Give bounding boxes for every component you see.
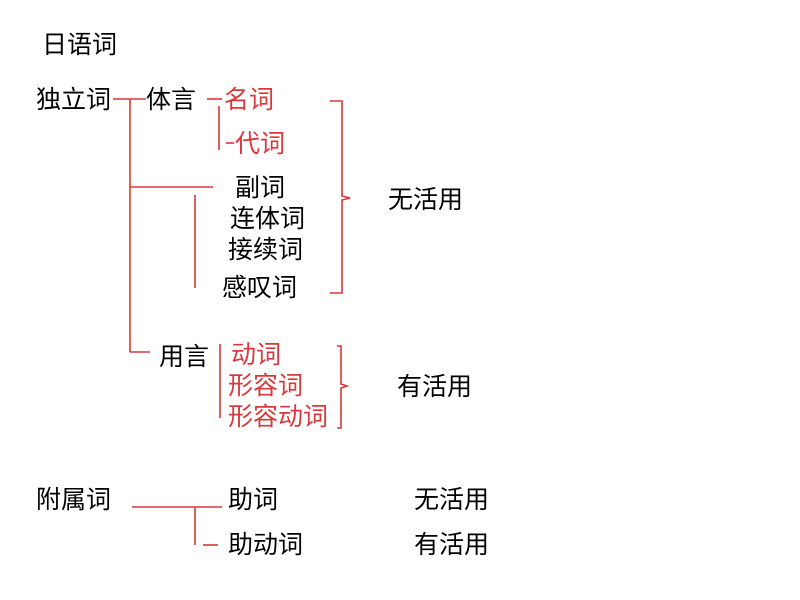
dependent-item-jodoushi: 助动词 [228,530,304,559]
dependent-item-joshi-note: 无活用 [414,485,490,514]
brace-uninflected [330,100,351,294]
dependent-item-joshi: 助词 [228,485,279,514]
uninflected-item-setsuzokushi: 接续词 [228,235,304,264]
yougen-item-keiyoudoushi: 形容动词 [228,402,329,431]
uninflected-item-fukushi: 副词 [235,173,286,202]
yougen-note: 有活用 [397,372,473,401]
uninflected-item-rentaishi: 连体词 [230,204,306,233]
uninflected-item-kandoushi: 感叹词 [222,273,298,302]
independent-label: 独立词 [36,85,112,114]
taigen-item-daishi: 代词 [235,129,286,158]
taigen-label: 体言 [146,85,197,114]
diagram-title: 日语词 [42,30,118,59]
uninflected-note: 无活用 [388,185,464,214]
yougen-item-keiyoushi: 形容词 [228,371,304,400]
dependent-item-jodoushi-note: 有活用 [414,530,490,559]
taigen-item-meishi: 名词 [224,85,275,114]
brace-yougen [337,345,350,429]
yougen-item-doushi: 动词 [231,340,282,369]
dependent-label: 附属词 [36,485,112,514]
yougen-label: 用言 [159,342,210,371]
